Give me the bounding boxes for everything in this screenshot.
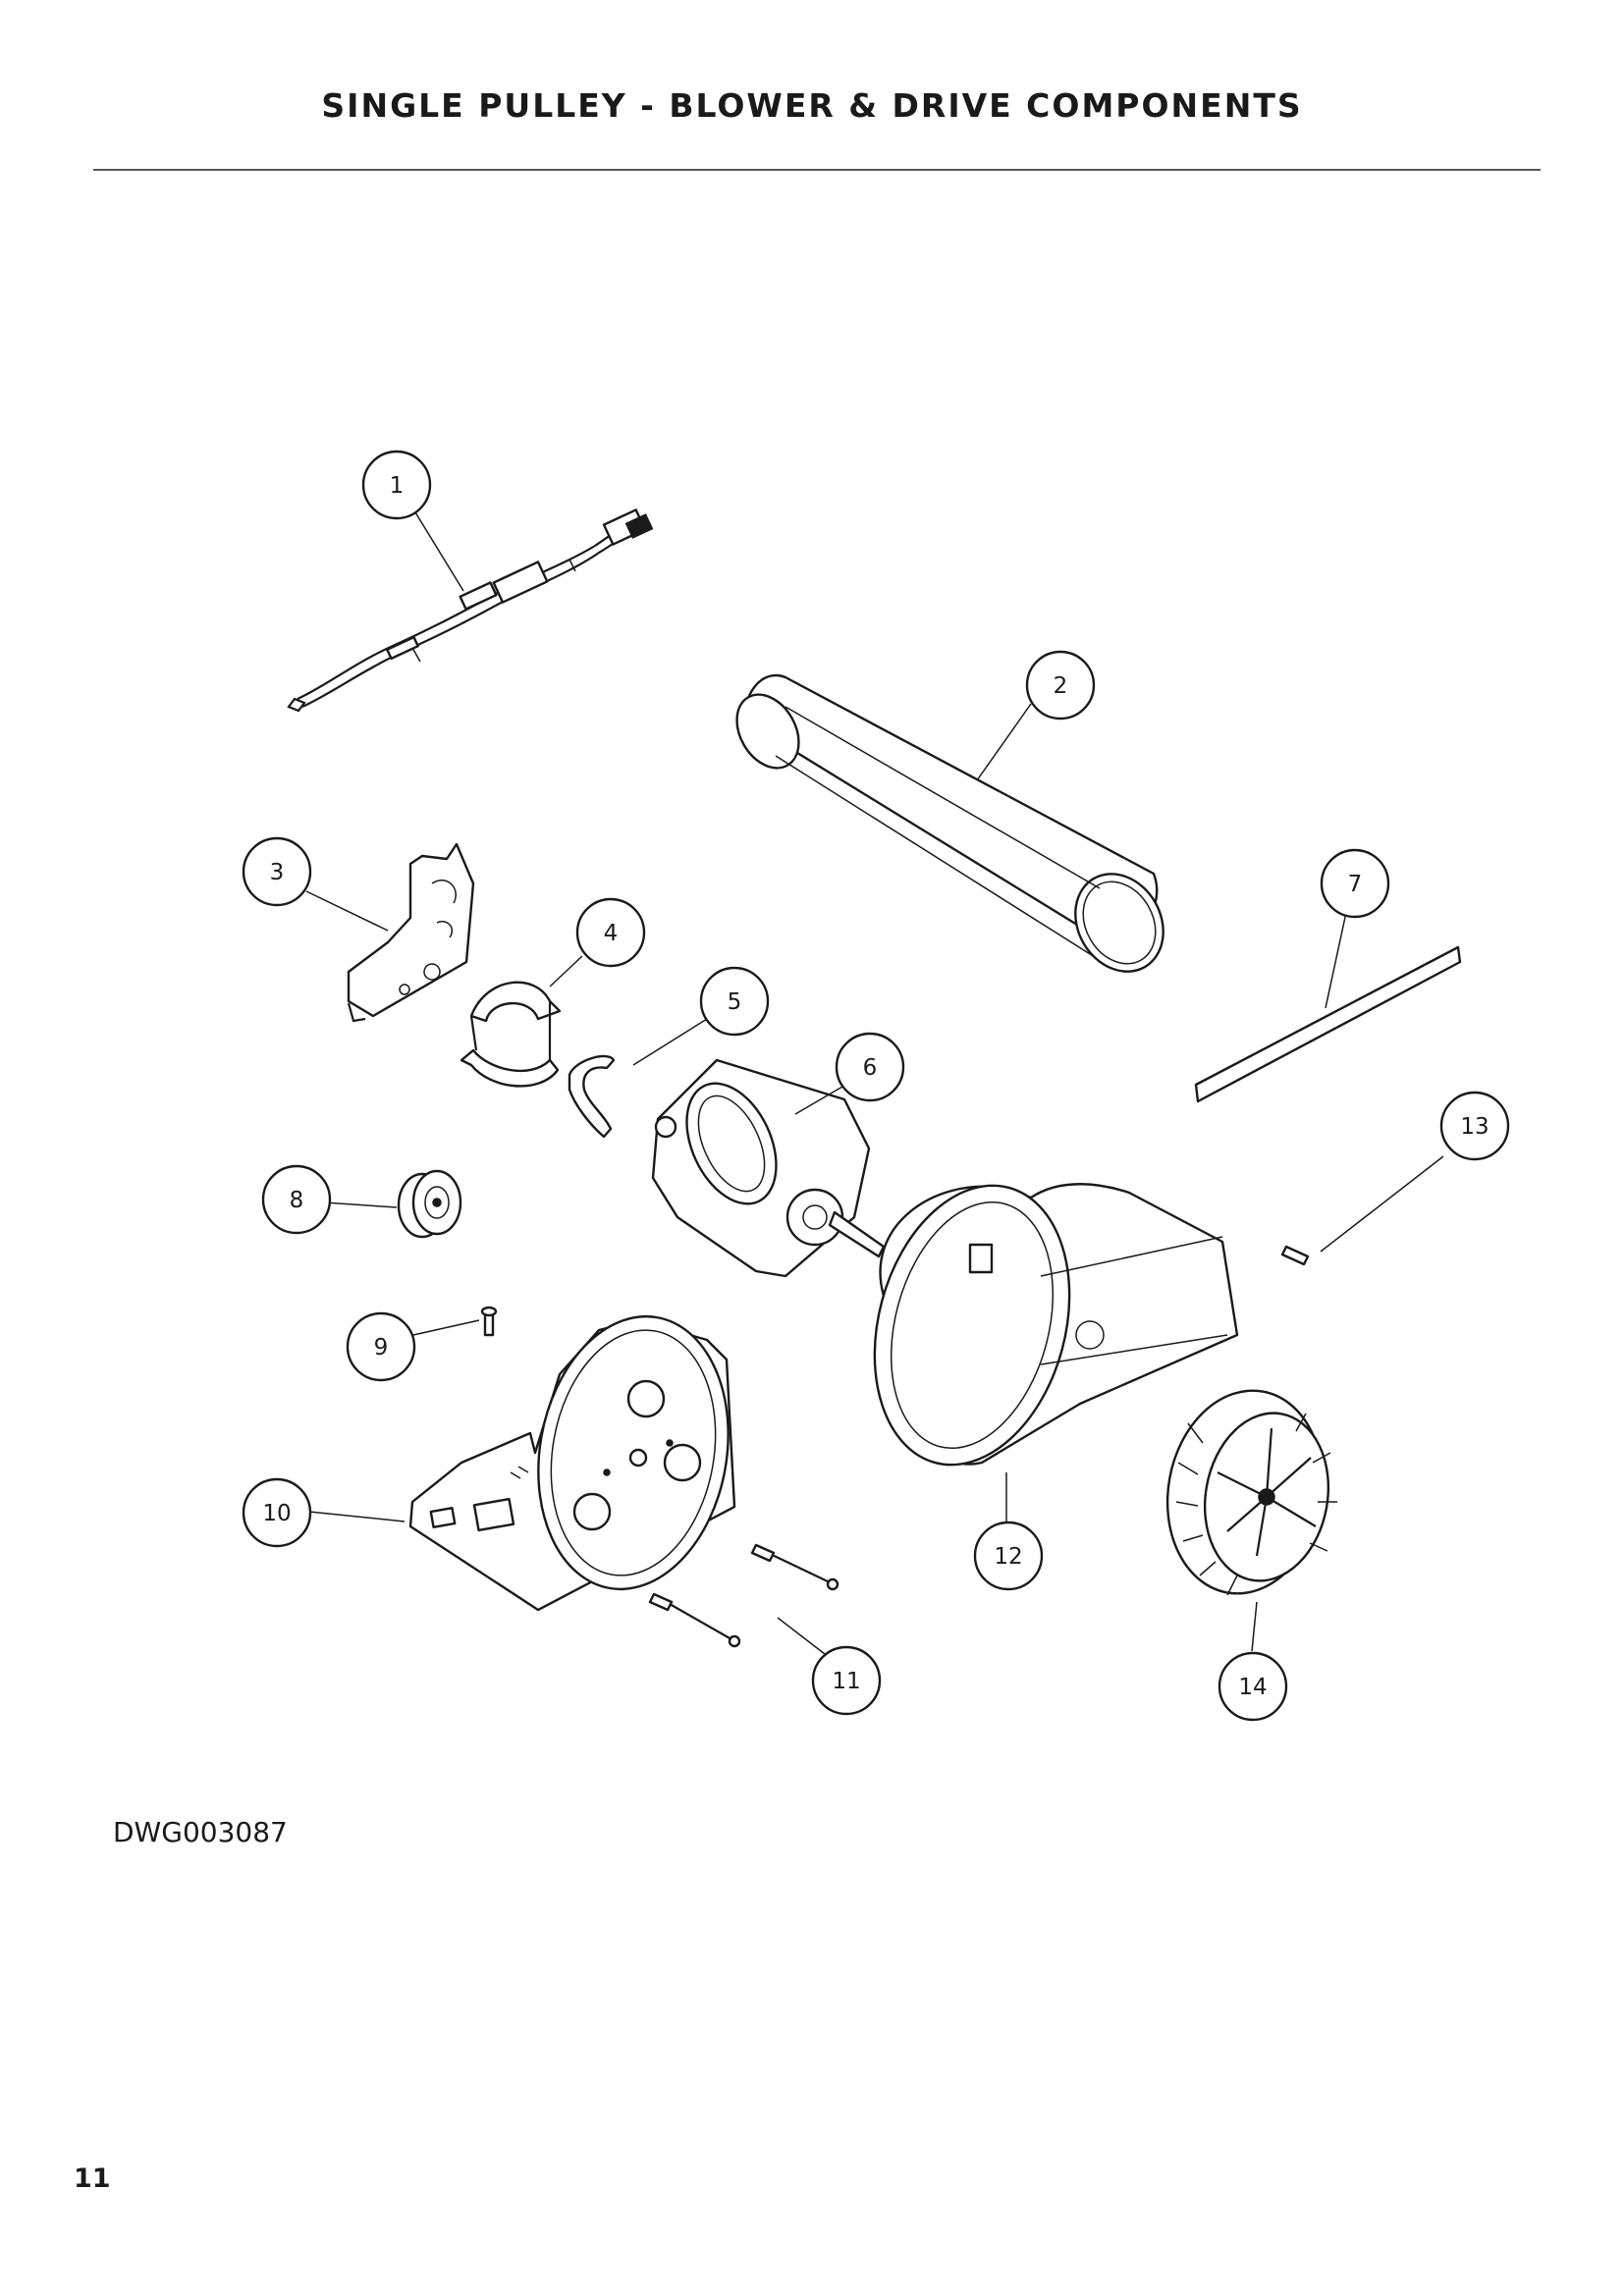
wiring-harness (287, 508, 654, 713)
small-screw (480, 1306, 498, 1337)
callout-2-label: 2 (1054, 673, 1068, 699)
callout-12-label: 12 (994, 1544, 1022, 1570)
blower-housing (873, 1183, 1239, 1467)
callout-3-label: 3 (270, 860, 285, 885)
page-number: 11 (74, 2163, 111, 2194)
drawing-number: DWG003087 (113, 1816, 288, 1848)
callout-6: 6 (835, 1032, 905, 1102)
blower-wheel (1165, 1389, 1337, 1596)
callout-12: 12 (973, 1521, 1044, 1591)
leader-lines (305, 507, 1444, 1655)
callout-10-label: 10 (262, 1501, 291, 1526)
callout-7-label: 7 (1348, 872, 1363, 897)
callout-3: 3 (242, 836, 312, 907)
callout-4: 4 (575, 897, 646, 968)
motor-bracket (347, 842, 475, 1023)
callout-5: 5 (699, 966, 770, 1037)
blower-housing-base (408, 1314, 736, 1612)
callout-7: 7 (1320, 848, 1390, 919)
page-title: SINGLE PULLEY - BLOWER & DRIVE COMPONENT… (321, 86, 1303, 125)
callout-4-label: 4 (604, 921, 619, 946)
long-bolts (648, 1543, 839, 1648)
motor-pulley (397, 1169, 462, 1239)
retaining-clip (568, 1054, 616, 1139)
callout-9-label: 9 (374, 1335, 389, 1361)
callout-8-label: 8 (290, 1188, 304, 1213)
callout-6-label: 6 (863, 1055, 878, 1081)
callout-10: 10 (242, 1477, 312, 1548)
callout-9: 9 (346, 1311, 416, 1382)
blower-duct (735, 673, 1164, 973)
callout-5-label: 5 (728, 989, 742, 1015)
callout-13-label: 13 (1460, 1114, 1489, 1140)
callout-13: 13 (1439, 1091, 1510, 1161)
title-divider (93, 169, 1541, 171)
callout-2: 2 (1025, 650, 1096, 721)
motor-clamp (460, 981, 562, 1088)
callout-8: 8 (261, 1164, 332, 1235)
callout-14: 14 (1218, 1651, 1288, 1722)
callout-11: 11 (811, 1645, 882, 1716)
callout-1-label: 1 (390, 473, 405, 499)
housing-screw (1280, 1245, 1310, 1266)
callout-11-label: 11 (832, 1669, 860, 1694)
drive-motor (651, 1058, 886, 1278)
callout-14-label: 14 (1238, 1675, 1267, 1700)
callout-1: 1 (361, 450, 432, 520)
gasket-strip (1194, 945, 1462, 1103)
